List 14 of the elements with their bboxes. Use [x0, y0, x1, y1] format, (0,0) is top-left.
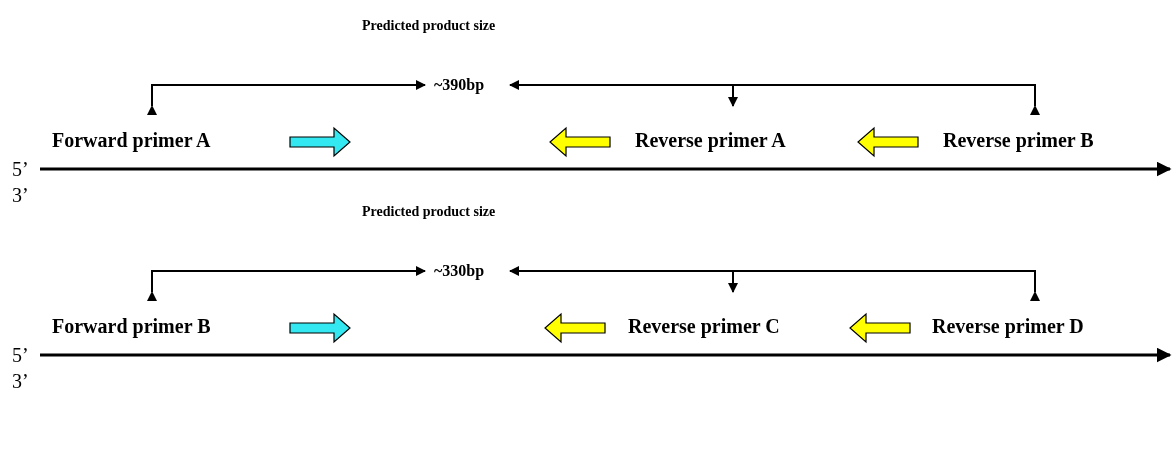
- section-heading: Predicted product size: [362, 17, 496, 35]
- primer-label: Forward primer A: [52, 128, 211, 152]
- strand-end-label: 3’: [12, 183, 29, 207]
- product-size-label: ~390bp: [434, 75, 485, 95]
- product-size-label: ~330bp: [434, 261, 485, 281]
- primer-label: Forward primer B: [52, 314, 211, 338]
- primer-label: Reverse primer A: [635, 128, 786, 152]
- primer-label: Reverse primer D: [932, 314, 1084, 338]
- primer-label: Reverse primer B: [943, 128, 1094, 152]
- strand-end-label: 5’: [12, 343, 29, 367]
- strand-end-label: 5’: [12, 157, 29, 181]
- primer-label: Reverse primer C: [628, 314, 780, 338]
- strand-end-label: 3’: [12, 369, 29, 393]
- section-heading: Predicted product size: [362, 203, 496, 221]
